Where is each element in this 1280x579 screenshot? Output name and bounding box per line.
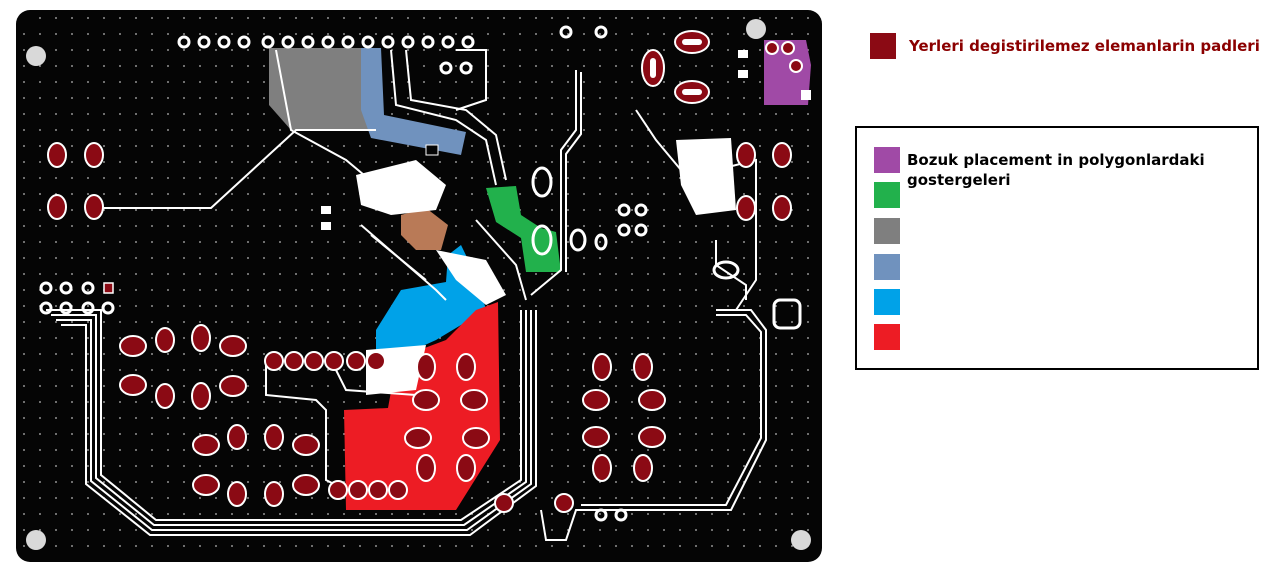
cyan-swatch: [874, 289, 900, 315]
other-pads: [531, 166, 802, 330]
gray-swatch: [874, 218, 900, 244]
top-header-pins: [177, 25, 648, 522]
polygon-gray: [269, 48, 368, 130]
polygon-legend-box: Bozuk placement in polygonlardaki goster…: [855, 126, 1259, 370]
fixed-pads-legend: Yerleri degistirilemez elemanlarin padle…: [870, 33, 1260, 59]
traces: [46, 49, 767, 541]
via-dot-grid: [22, 16, 816, 556]
polygon-blue-gray: [361, 48, 466, 155]
polygon-purple: [764, 40, 811, 105]
smd-pads: [321, 50, 811, 230]
mounting-holes: [26, 19, 811, 550]
white-pad-slots: [650, 39, 702, 95]
fixed-pads-legend-label: Yerleri degistirilemez elemanlarin padle…: [909, 37, 1260, 55]
white-copper-regions: [356, 138, 736, 395]
fixed-pads-swatch: [870, 33, 896, 59]
red-swatch: [874, 324, 900, 350]
purple-swatch: [874, 147, 900, 173]
blue-gray-swatch: [874, 254, 900, 280]
pcb-board: [16, 10, 822, 562]
polygon-legend-title: Bozuk placement in polygonlardaki goster…: [907, 151, 1205, 189]
left-header-pins: [39, 281, 115, 315]
polygon-green: [486, 186, 561, 272]
fixed-pads: [47, 30, 803, 513]
polygon-brown: [401, 208, 448, 250]
green-swatch: [874, 182, 900, 208]
